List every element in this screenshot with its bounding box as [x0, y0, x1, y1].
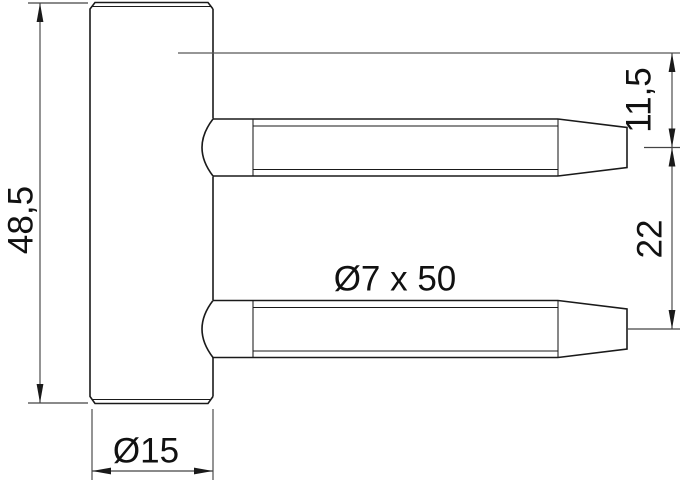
offset-arrow-up	[668, 53, 676, 72]
bottom-pin-tapered-tip	[557, 299, 628, 359]
hinge-body	[89, 1, 214, 405]
dimension-body-diameter: Ø15	[91, 409, 214, 480]
diameter-dimension-label: Ø15	[113, 432, 179, 471]
spacing-arrow-down	[668, 310, 676, 329]
offset-dimension-label: 11,5	[620, 67, 659, 133]
diameter-arrow-left	[92, 467, 111, 475]
offset-arrow-down	[668, 128, 676, 148]
bottom-pin-cap-arc	[201, 300, 214, 358]
bottom-pin	[201, 299, 628, 359]
top-pin-cap-arc	[201, 118, 214, 177]
diameter-arrow-right	[194, 467, 213, 475]
spacing-arrow-up	[668, 147, 676, 167]
pin-size-label: Ø7 x 50	[334, 260, 457, 299]
dimension-body-height: 48,5	[2, 2, 88, 404]
spacing-dimension-label: 22	[631, 220, 670, 259]
top-pin	[201, 118, 628, 177]
top-pin-tapered-tip	[557, 118, 628, 177]
body-silhouette	[89, 1, 214, 405]
height-dimension-label: 48,5	[2, 186, 41, 254]
height-arrow-up	[36, 3, 44, 22]
height-arrow-down	[36, 384, 44, 403]
dimension-right-group: 11,5 22	[178, 52, 680, 330]
